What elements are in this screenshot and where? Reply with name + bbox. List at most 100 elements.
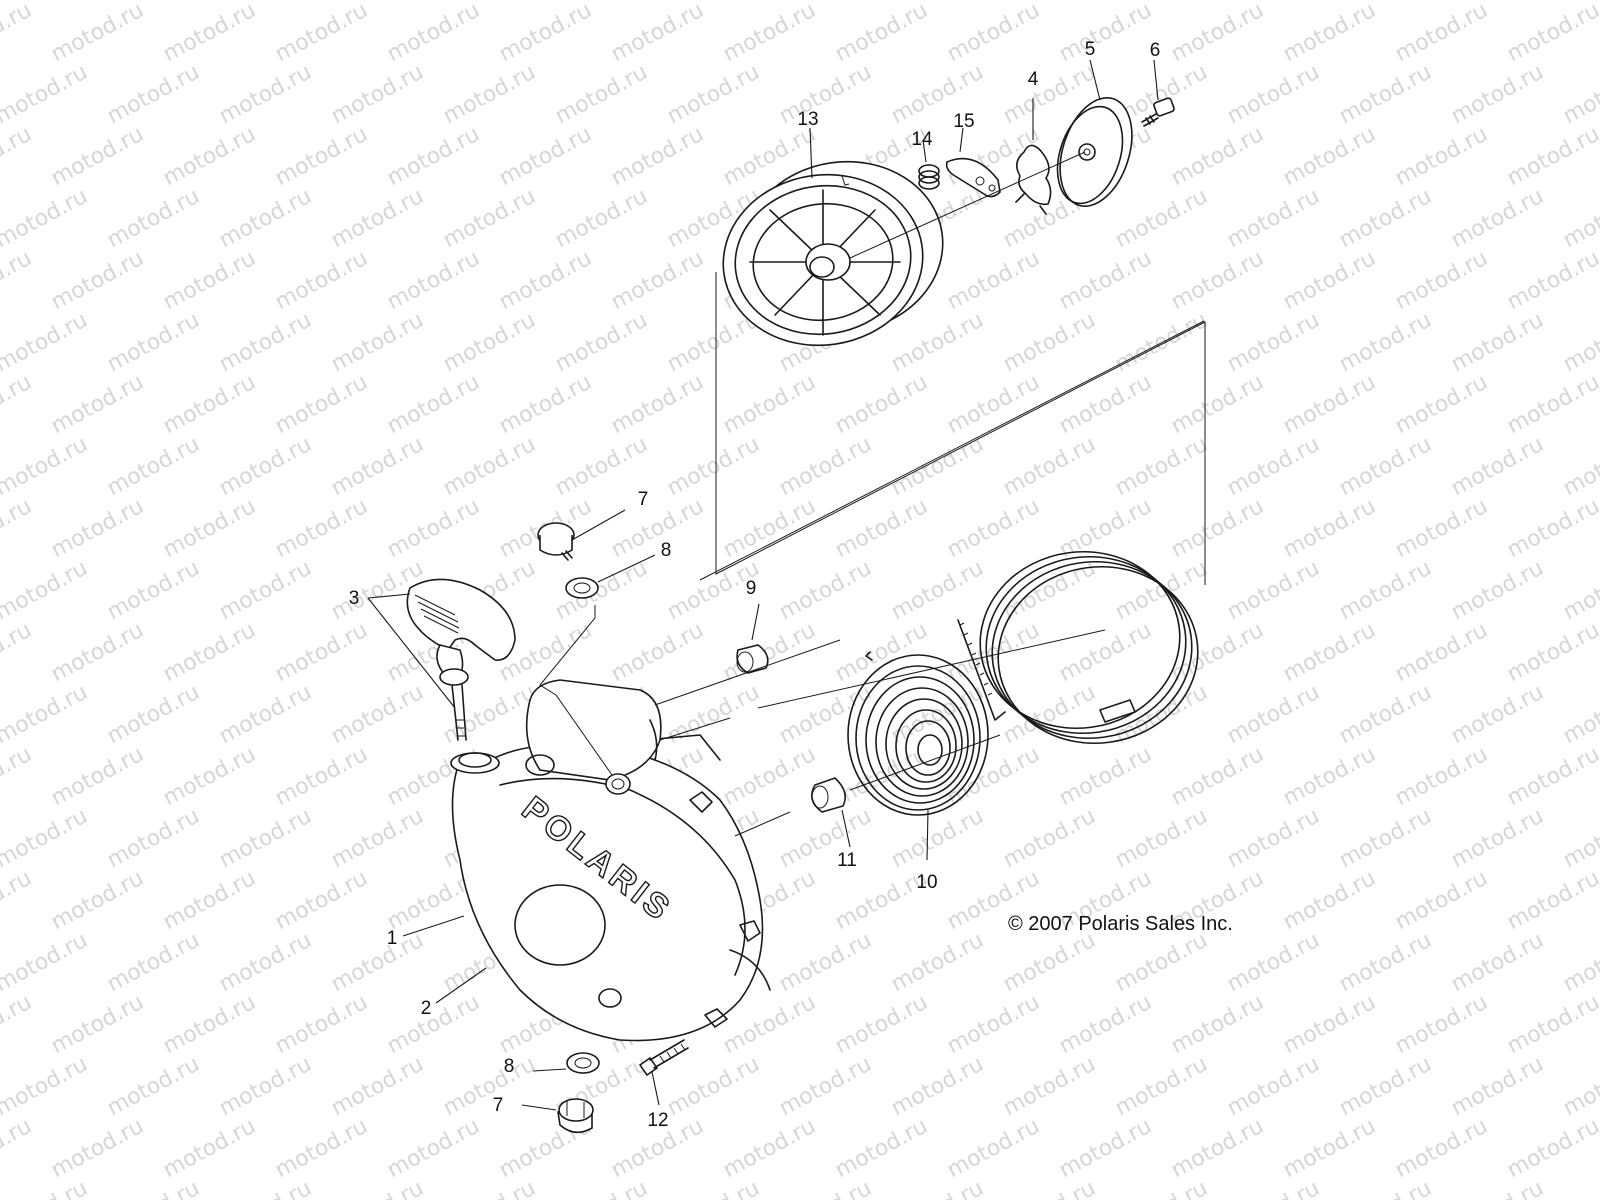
watermark-text: motod.ru: [383, 0, 484, 67]
watermark-text: motod.ru: [831, 742, 932, 811]
watermark-text: motod.ru: [1223, 0, 1324, 5]
starter-housing: [450, 679, 771, 1042]
watermark-text: motod.ru: [1447, 0, 1548, 5]
watermark-text: motod.ru: [1167, 246, 1268, 315]
watermark-text: motod.ru: [1503, 990, 1600, 1059]
watermark-text: motod.ru: [0, 928, 92, 997]
watermark-text: motod.ru: [271, 246, 372, 315]
watermark-text: motod.ru: [1391, 990, 1492, 1059]
callout-6: 6: [1150, 40, 1161, 61]
watermark-text: motod.ru: [999, 0, 1100, 5]
watermark-text: motod.ru: [327, 432, 428, 501]
callout-8-upper: 8: [661, 540, 672, 561]
bushing-9: [736, 644, 769, 674]
watermark-text: motod.ru: [999, 1052, 1100, 1121]
watermark-text: motod.ru: [1391, 0, 1492, 67]
watermark-text: motod.ru: [1111, 0, 1212, 5]
watermark-text: motod.ru: [999, 804, 1100, 873]
watermark-text: motod.ru: [271, 618, 372, 687]
watermark-text: motod.ru: [887, 1052, 988, 1121]
watermark-text: motod.ru: [103, 60, 204, 129]
watermark-text: motod.ru: [495, 122, 596, 191]
watermark-text: motod.ru: [47, 1114, 148, 1183]
watermark-text: motod.ru: [215, 680, 316, 749]
watermark-text: motod.ru: [1447, 432, 1548, 501]
watermark-text: motod.ru: [0, 0, 36, 67]
watermark-text: motod.ru: [607, 618, 708, 687]
watermark-text: motod.ru: [1559, 432, 1600, 501]
watermark-text: motod.ru: [215, 804, 316, 873]
callout-8-lower: 8: [504, 1056, 515, 1077]
watermark-text: motod.ru: [1111, 184, 1212, 253]
watermark-text: motod.ru: [439, 1176, 540, 1200]
watermark-text: motod.ru: [1447, 1176, 1548, 1200]
watermark-text: motod.ru: [1503, 494, 1600, 563]
watermark-text: motod.ru: [887, 432, 988, 501]
watermark-text: motod.ru: [1279, 370, 1380, 439]
watermark-text: motod.ru: [327, 928, 428, 997]
watermark-text: motod.ru: [943, 990, 1044, 1059]
watermark-text: motod.ru: [999, 308, 1100, 377]
watermark-text: motod.ru: [1447, 928, 1548, 997]
watermark-text: motod.ru: [0, 1176, 92, 1200]
watermark-text: motod.ru: [383, 990, 484, 1059]
watermark-text: motod.ru: [439, 60, 540, 129]
watermark-text: motod.ru: [775, 680, 876, 749]
watermark-text: motod.ru: [0, 308, 92, 377]
watermark-text: motod.ru: [1279, 122, 1380, 191]
watermark-text: motod.ru: [1447, 308, 1548, 377]
watermark-text: motod.ru: [887, 0, 988, 5]
watermark-text: motod.ru: [383, 246, 484, 315]
watermark-text: motod.ru: [215, 928, 316, 997]
watermark-text: motod.ru: [1503, 122, 1600, 191]
watermark-text: motod.ru: [159, 990, 260, 1059]
watermark-text: motod.ru: [47, 866, 148, 935]
washer-8-upper: [565, 577, 599, 599]
callout-14: 14: [911, 129, 933, 150]
watermark-text: motod.ru: [159, 370, 260, 439]
watermark-text: motod.ru: [1335, 432, 1436, 501]
watermark-text: motod.ru: [1279, 494, 1380, 563]
watermark-text: motod.ru: [1167, 618, 1268, 687]
watermark-text: motod.ru: [1335, 1052, 1436, 1121]
watermark-text: motod.ru: [103, 928, 204, 997]
watermark-text: motod.ru: [103, 680, 204, 749]
watermark-text: motod.ru: [383, 494, 484, 563]
watermark-text: motod.ru: [0, 1052, 92, 1121]
watermark-text: motod.ru: [551, 1176, 652, 1200]
watermark-text: motod.ru: [1111, 1052, 1212, 1121]
watermark-text: motod.ru: [887, 804, 988, 873]
leader-lines: [367, 59, 1159, 1111]
watermark-text: motod.ru: [47, 0, 148, 67]
watermark-text: motod.ru: [1111, 804, 1212, 873]
watermark-text: motod.ru: [551, 308, 652, 377]
watermark-text: motod.ru: [327, 60, 428, 129]
watermark-text: motod.ru: [103, 432, 204, 501]
watermark-text: motod.ru: [495, 0, 596, 67]
watermark-text: motod.ru: [0, 246, 36, 315]
watermark-text: motod.ru: [1223, 928, 1324, 997]
watermark-text: motod.ru: [1447, 680, 1548, 749]
watermark-text: motod.ru: [0, 60, 92, 129]
watermark-text: motod.ru: [1223, 184, 1324, 253]
watermark-text: motod.ru: [327, 1176, 428, 1200]
watermark-text: motod.ru: [327, 0, 428, 5]
watermark-text: motod.ru: [159, 0, 260, 67]
watermark-text: motod.ru: [1447, 184, 1548, 253]
watermark-text: motod.ru: [775, 432, 876, 501]
watermark-text: motod.ru: [999, 928, 1100, 997]
watermark-text: motod.ru: [943, 494, 1044, 563]
watermark-text: motod.ru: [1223, 60, 1324, 129]
watermark-text: motod.ru: [719, 1114, 820, 1183]
watermark-text: motod.ru: [775, 928, 876, 997]
watermark-text: motod.ru: [0, 556, 92, 625]
callout-10: 10: [916, 872, 937, 893]
watermark-text: motod.ru: [1391, 370, 1492, 439]
watermark-text: motod.ru: [999, 1176, 1100, 1200]
callout-4: 4: [1028, 69, 1039, 90]
callout-2: 2: [421, 998, 432, 1019]
watermark-text: motod.ru: [327, 680, 428, 749]
watermark-text: motod.ru: [439, 184, 540, 253]
watermark-text: motod.ru: [103, 0, 204, 5]
